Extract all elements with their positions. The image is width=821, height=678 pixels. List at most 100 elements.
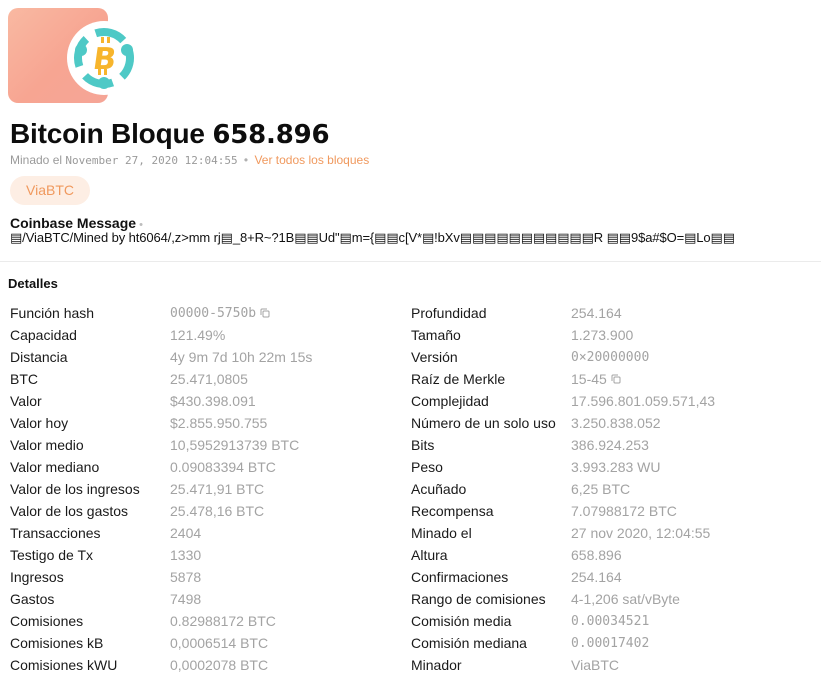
detail-value: 25.471,0805 [170,371,248,387]
page-title: Bitcoin Bloque 658.896 [10,118,330,150]
detail-row: Comisión media 0.00034521 [411,610,715,632]
detail-row: Tamaño 1.273.900 [411,324,715,346]
detail-value: 254.164 [571,569,622,585]
detail-label: Valor [10,393,42,409]
block-number: 658.896 [212,120,330,150]
detail-value: 254.164 [571,305,622,321]
title-prefix: Bitcoin Bloque [10,118,205,149]
detail-label: Recompensa [411,503,494,519]
detail-label: Ingresos [10,569,64,585]
detail-label: Tamaño [411,327,461,343]
detail-label: Minado el [411,525,472,541]
detail-value: 0,0006514 BTC [170,635,269,651]
detail-label: Distancia [10,349,68,365]
detail-value: 00000-5750b [170,305,257,321]
copy-icon[interactable] [260,305,270,321]
mined-info: Minado el November 27, 2020 12:04:55 • V… [10,153,369,167]
info-dot: • [139,219,143,231]
detail-row: Comisiones kWU 0,0002078 BTC [10,654,312,676]
detail-label: Altura [411,547,448,563]
detail-value: ViaBTC [571,657,619,673]
detail-row: Función hash 00000-5750b [10,302,312,324]
detail-value: 121.49% [170,327,226,343]
miner-badge[interactable]: ViaBTC [10,176,90,205]
detail-label: Gastos [10,591,55,607]
detail-label: Versión [411,349,458,365]
detail-row: Distancia 4y 9m 7d 10h 22m 15s [10,346,312,368]
detail-row: Complejidad 17.596.801.059.571,43 [411,390,715,412]
detail-value: 3.993.283 WU [571,459,661,475]
detail-value: 0.00017402 [571,635,650,651]
detail-label: Valor de los gastos [10,503,129,519]
detail-row: Capacidad 121.49% [10,324,312,346]
detail-value: 6,25 BTC [571,481,631,497]
detail-row: Valor $430.398.091 [10,390,312,412]
detail-value: 5878 [170,569,202,585]
coinbase-message: ▤/ViaBTC/Mined by ht6064/,z>mm rj▤_8+R~?… [10,230,735,245]
detail-value: 25.471,91 BTC [170,481,265,497]
detail-value: 1.273.900 [571,327,634,343]
detail-label: Complejidad [411,393,489,409]
all-blocks-link[interactable]: Ver todos los bloques [254,153,370,167]
coinbase-label: Coinbase Message• [10,215,143,231]
detail-value: 658.896 [571,547,622,563]
detail-label: Comisiones kWU [10,657,118,673]
detail-row: Recompensa 7.07988172 BTC [411,500,715,522]
detail-value: 15-45 [571,371,607,387]
detail-value: 10,5952913739 BTC [170,437,300,453]
detail-row: Acuñado 6,25 BTC [411,478,715,500]
detail-label: BTC [10,371,38,387]
detail-value: 17.596.801.059.571,43 [571,393,716,409]
detail-value: 2404 [170,525,202,541]
divider [0,261,821,262]
detail-value: 7498 [170,591,202,607]
detail-value: 0,0002078 BTC [170,657,269,673]
coinbase-label-text: Coinbase Message [10,215,137,231]
detail-label: Comisión mediana [411,635,527,651]
detail-label: Confirmaciones [411,569,509,585]
separator-dot: • [243,153,249,167]
detail-value: 25.478,16 BTC [170,503,265,519]
detail-label: Valor medio [10,437,84,453]
mined-prefix: Minado el [10,153,63,167]
detail-row: Ingresos 5878 [10,566,312,588]
detail-label: Número de un solo uso [411,415,556,431]
detail-label: Comisión media [411,613,512,629]
detail-value: 1330 [170,547,202,563]
detail-value: $430.398.091 [170,393,256,409]
detail-label: Rango de comisiones [411,591,546,607]
detail-value: 4y 9m 7d 10h 22m 15s [170,349,313,365]
bitcoin-network-icon: B [67,21,141,95]
detail-row: BTC 25.471,0805 [10,368,312,390]
detail-value: 3.250.838.052 [571,415,661,431]
detail-row: Confirmaciones 254.164 [411,566,715,588]
detail-value: 0×20000000 [571,349,650,365]
detail-label: Función hash [10,305,95,321]
detail-label: Capacidad [10,327,77,343]
detail-row: Gastos 7498 [10,588,312,610]
detail-label: Valor de los ingresos [10,481,140,497]
details-title: Detalles [8,276,58,291]
detail-value: 0.00034521 [571,613,650,629]
detail-row: Valor de los gastos 25.478,16 BTC [10,500,312,522]
mined-datetime: November 27, 2020 12:04:55 [65,154,238,167]
detail-value: $2.855.950.755 [170,415,268,431]
detail-label: Acuñado [411,481,467,497]
detail-value: 0.82988172 BTC [170,613,276,629]
detail-value: 7.07988172 BTC [571,503,677,519]
detail-row: Valor hoy$2.855.950.755 [10,412,312,434]
detail-value: 386.924.253 [571,437,649,453]
detail-row: Altura 658.896 [411,544,715,566]
detail-value: 27 nov 2020, 12:04:55 [571,525,711,541]
copy-icon[interactable] [611,371,621,387]
detail-label: Transacciones [10,525,101,541]
